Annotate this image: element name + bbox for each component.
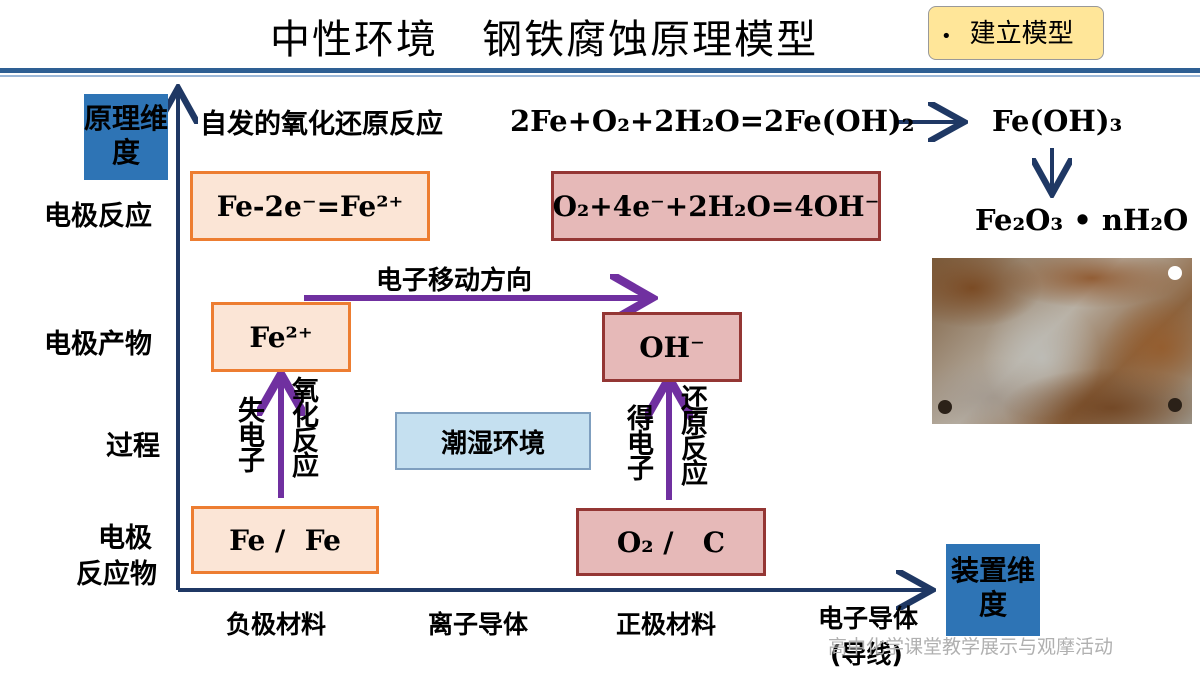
- redox-label: 自发的氧化还原反应: [200, 109, 443, 140]
- anode-oxidation-label: 氧化反应: [287, 376, 318, 476]
- col-label-ionic: 离子导体: [428, 610, 529, 639]
- electron-flow-label: 电子移动方向: [376, 266, 533, 296]
- row-label-reactant-1: 电极: [98, 523, 152, 554]
- anode-reaction-box: Fe-2e⁻=Fe²⁺: [190, 171, 430, 241]
- rivet-top-right: [1168, 266, 1182, 280]
- col-label-electronic-2: (导线): [830, 640, 903, 669]
- cathode-reactant-box: O₂ / C: [576, 508, 766, 576]
- cathode-product-box: OH⁻: [602, 312, 742, 382]
- badge-label: 建立模型: [969, 19, 1074, 49]
- rivet-bottom-left: [938, 400, 952, 414]
- row-label-reactant-2: 反应物: [76, 559, 157, 590]
- col-label-negative: 负极材料: [226, 610, 327, 639]
- device-dimension-box: 装置维度: [946, 544, 1040, 636]
- cathode-reaction-box: O₂+4e⁻+2H₂O=4OH⁻: [551, 171, 881, 241]
- moist-environment-box: 潮湿环境: [395, 412, 591, 470]
- row-label-process: 过程: [106, 431, 160, 462]
- rivet-bottom-right: [1168, 398, 1182, 412]
- col-label-positive: 正极材料: [616, 610, 717, 639]
- cathode-gain-electrons-label: 得电子: [622, 404, 653, 479]
- build-model-badge[interactable]: • 建立模型: [928, 6, 1104, 60]
- row-label-electrode-reaction: 电极反应: [44, 201, 152, 232]
- header-rule: [0, 68, 1200, 73]
- badge-bullet: •: [941, 26, 952, 47]
- col-label-electronic-1: 电子导体: [818, 604, 919, 633]
- rust-photo: [932, 258, 1192, 424]
- header-rule-thin: [0, 75, 1200, 77]
- slide-title: 中性环境 钢铁腐蚀原理模型: [270, 17, 819, 63]
- watermark: 高中化学课堂教学展示与观摩活动: [828, 636, 1114, 658]
- redox-product-rust: Fe₂O₃ • nH₂O: [975, 203, 1189, 237]
- anode-lose-electrons-label: 失电子: [233, 396, 264, 471]
- principle-dimension-box: 原理维度: [84, 94, 168, 180]
- row-label-electrode-product: 电极产物: [44, 329, 152, 360]
- cathode-reduction-label: 还原反应: [676, 384, 707, 484]
- redox-product-feoh3: Fe(OH)₃: [992, 104, 1123, 138]
- anode-product-box: Fe²⁺: [211, 302, 351, 372]
- redox-equation: 2Fe+O₂+2H₂O=2Fe(OH)₂: [510, 104, 915, 138]
- anode-reactant-box: Fe / Fe: [191, 506, 379, 574]
